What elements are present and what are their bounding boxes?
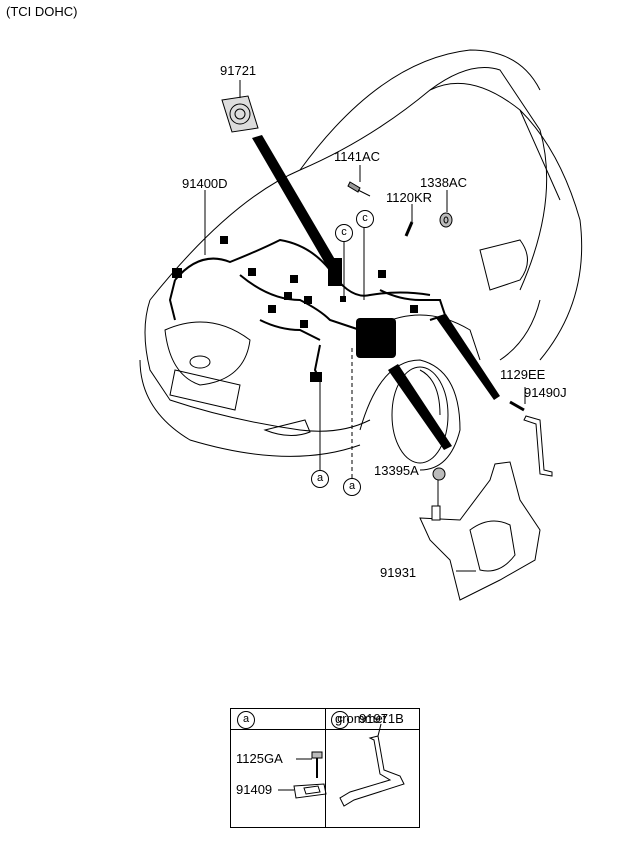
nut-1338AC	[439, 212, 453, 228]
legend-bolt-1125GA	[296, 751, 323, 778]
legend-key-c: c	[331, 711, 349, 729]
legend-label-1125GA: 1125GA	[236, 751, 283, 766]
label-1141AC: 1141AC	[334, 149, 381, 164]
label-1129EE: 1129EE	[500, 367, 546, 382]
label-1120KR: 1120KR	[386, 190, 433, 205]
legend-91971B: 91971B	[359, 711, 404, 726]
bolt-1129EE	[509, 400, 525, 412]
callout-a-1: a	[311, 470, 329, 488]
callout-c-1: c	[335, 224, 353, 242]
leader-wedges	[252, 135, 500, 450]
part-91931-cover	[419, 461, 541, 601]
bolt-1120KR	[404, 221, 414, 237]
part-91721-grommet	[221, 95, 259, 133]
legend-bracket-91409	[278, 783, 327, 799]
legend-table: a c grommet 91971B	[230, 708, 420, 828]
label-91721: 91721	[220, 63, 257, 78]
legend-divider-vertical	[325, 709, 326, 827]
leader-lines	[204, 80, 526, 572]
legend-label-91409: 91409	[236, 782, 273, 797]
legend-key-a: a	[237, 711, 255, 729]
label-91490J: 91490J	[524, 385, 567, 400]
label-1338AC: 1338AC	[420, 175, 467, 190]
label-91931: 91931	[380, 565, 417, 580]
label-91400D: 91400D	[182, 176, 228, 191]
label-13395A: 13395A	[374, 463, 419, 478]
callout-c-2: c	[356, 210, 374, 228]
car-outline	[139, 49, 583, 471]
nut-13395A	[432, 467, 446, 481]
bolt-1141AC	[347, 181, 371, 197]
legend-overlap-text: grommet	[335, 711, 387, 726]
callout-a-2: a	[343, 478, 361, 496]
bracket-91490J	[523, 415, 553, 477]
legend-bracket-91971B	[339, 723, 405, 807]
legend-divider-horizontal	[231, 729, 419, 730]
wiring-harness	[168, 238, 447, 381]
engine-variant-label: (TCI DOHC)	[6, 4, 78, 19]
